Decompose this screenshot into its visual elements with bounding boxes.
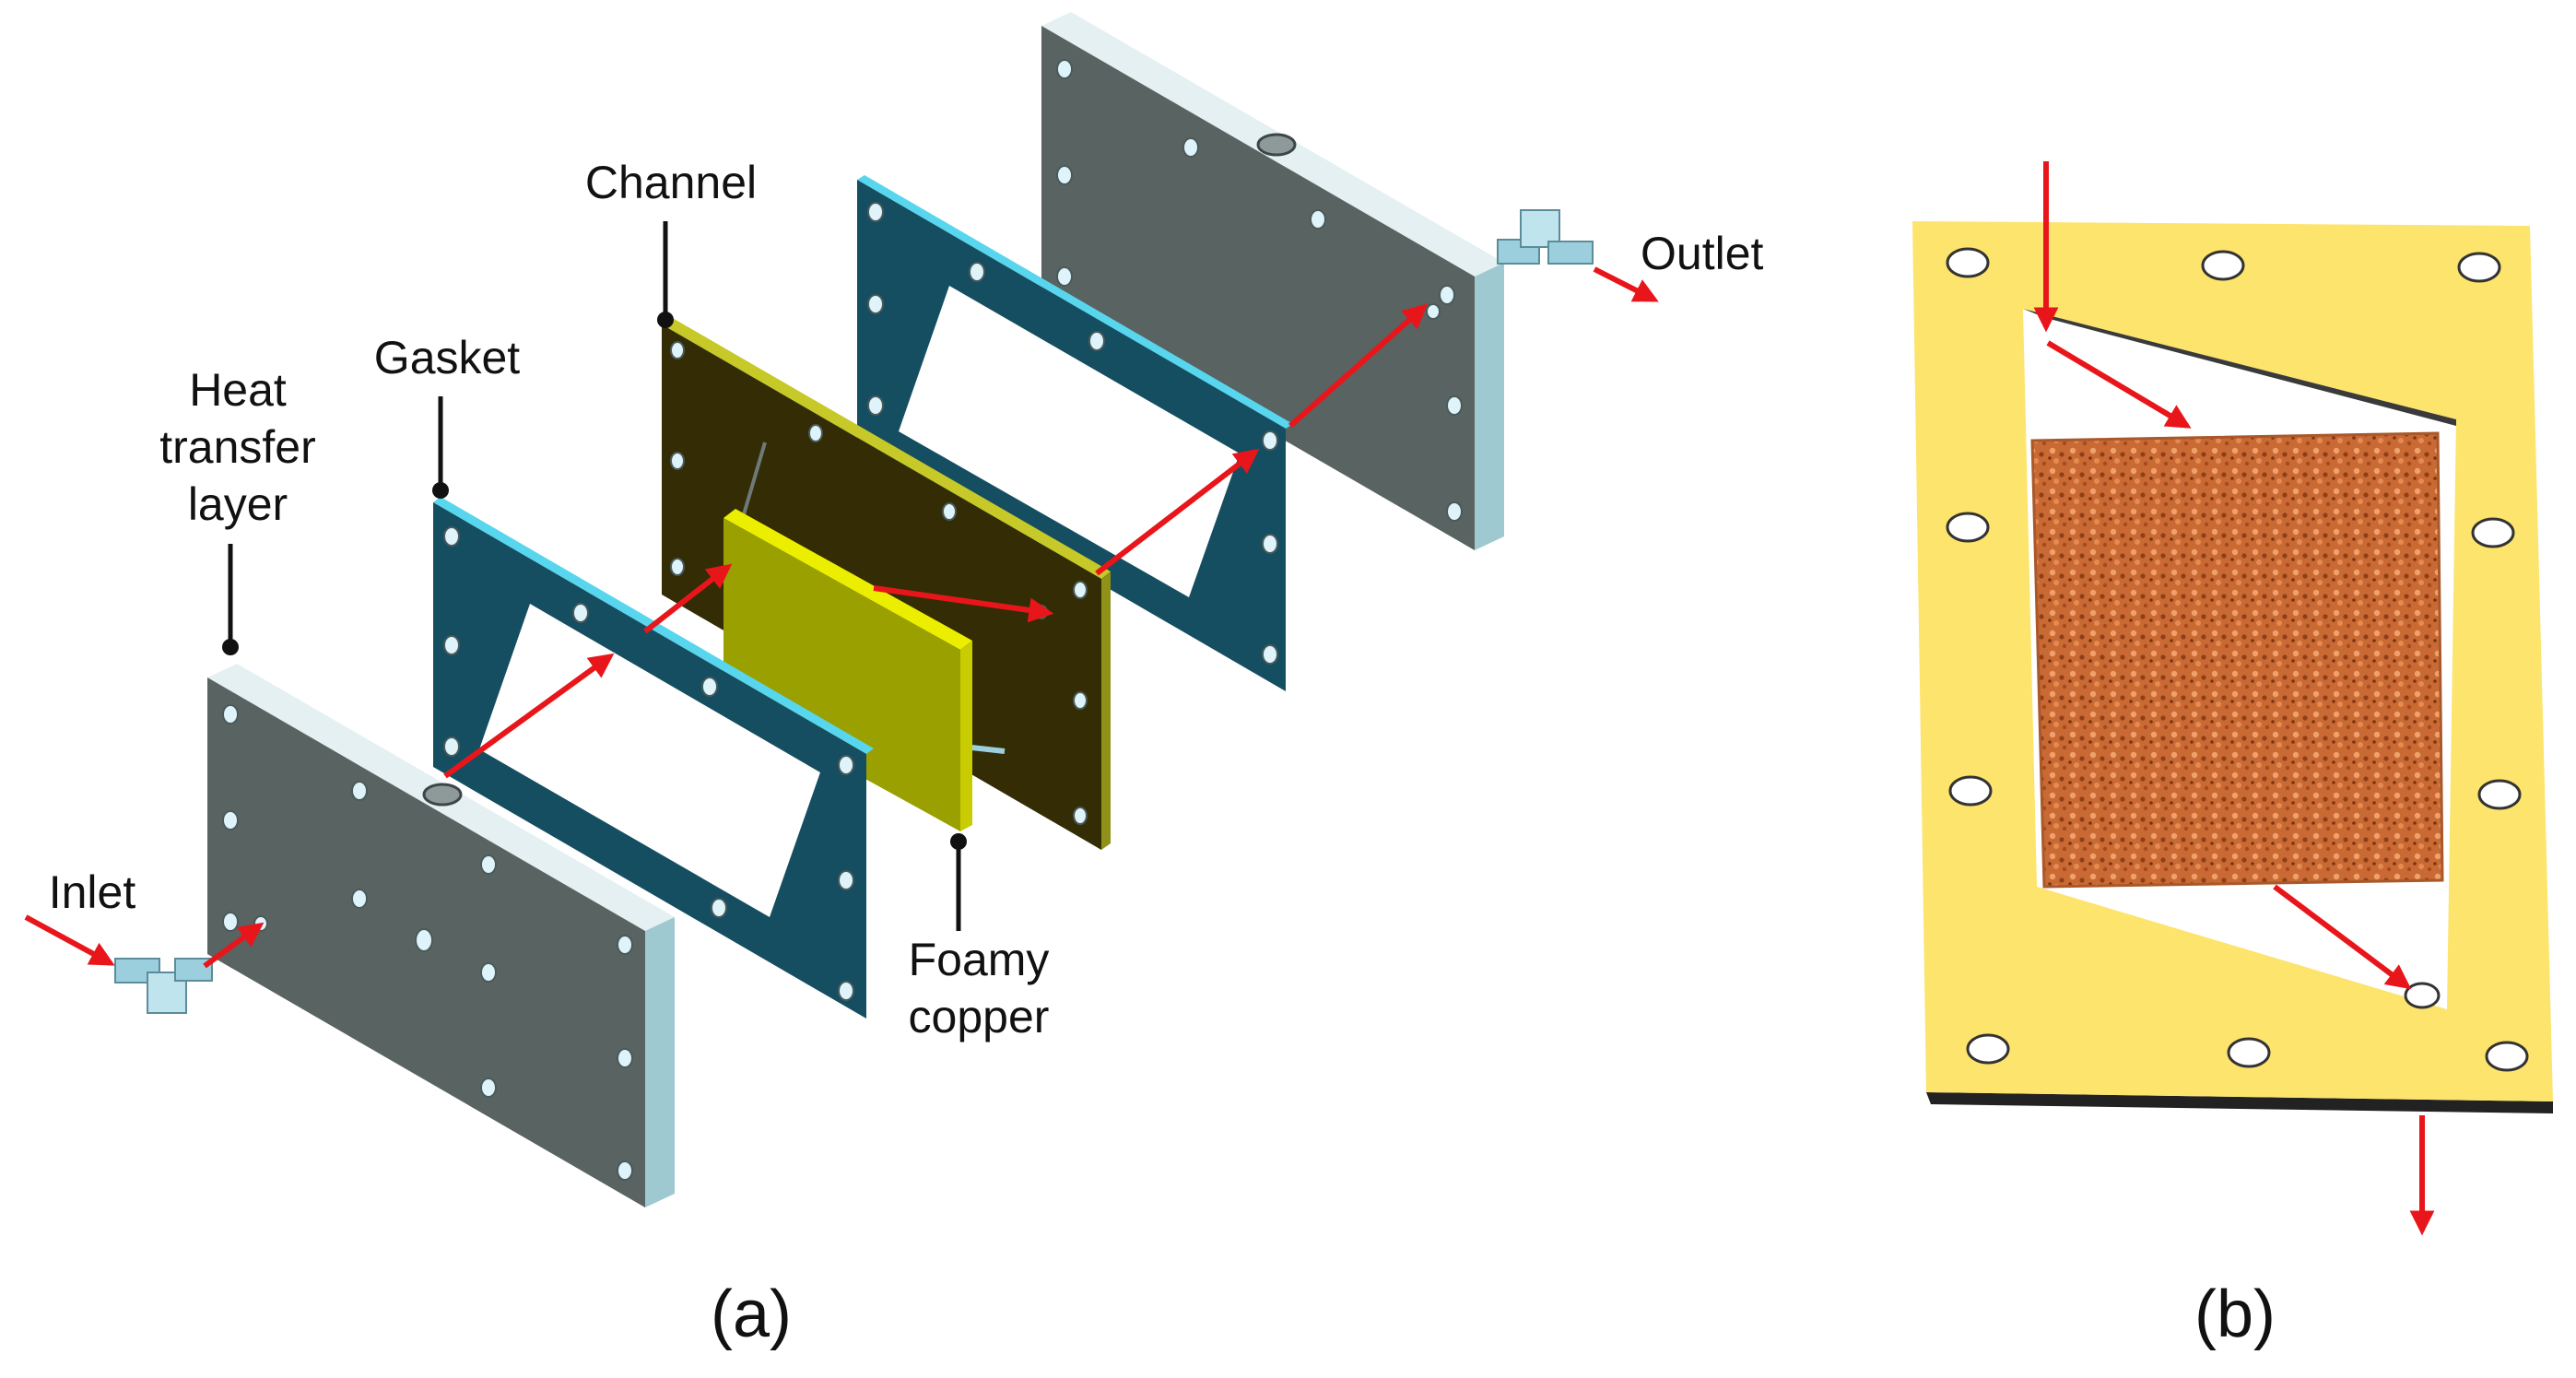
outlet-fitting xyxy=(1497,209,1594,265)
heat-transfer-plate xyxy=(207,664,675,1207)
inlet-gasket-holes xyxy=(443,526,854,1001)
inlet-fitting xyxy=(114,958,213,1014)
label-outlet: Outlet xyxy=(1641,228,1764,279)
label-heat-transfer-layer-2: transfer xyxy=(159,421,316,473)
gasket-b xyxy=(1912,221,2553,1113)
label-gasket: Gasket xyxy=(374,332,521,383)
copper-foam-b xyxy=(2030,431,2444,889)
leader-lines xyxy=(222,221,967,931)
caption-b: (b) xyxy=(2194,1278,2276,1351)
flow-arrows-b xyxy=(2033,161,2435,1236)
label-inlet: Inlet xyxy=(49,866,136,918)
gasket-b-holes xyxy=(1946,247,2529,1072)
label-channel: Channel xyxy=(585,157,757,208)
outlet-gasket xyxy=(857,175,1293,691)
label-heat-transfer-layer-1: Heat xyxy=(189,364,287,416)
panel-a: Heat transfer layer Gasket Channel Foamy… xyxy=(24,12,1764,1351)
foamy-copper-block xyxy=(723,509,972,831)
flow-arrows-a xyxy=(24,266,1659,969)
outlet-plate-holes xyxy=(1056,59,1463,522)
label-foamy-copper-2: copper xyxy=(909,991,1050,1042)
label-foamy-copper-1: Foamy xyxy=(909,934,1050,985)
label-heat-transfer-layer-3: layer xyxy=(188,478,288,530)
caption-a: (a) xyxy=(711,1278,792,1351)
outlet-plate xyxy=(1041,12,1504,550)
outlet-gasket-holes xyxy=(867,202,1278,665)
panel-b: (b) xyxy=(1912,161,2553,1351)
